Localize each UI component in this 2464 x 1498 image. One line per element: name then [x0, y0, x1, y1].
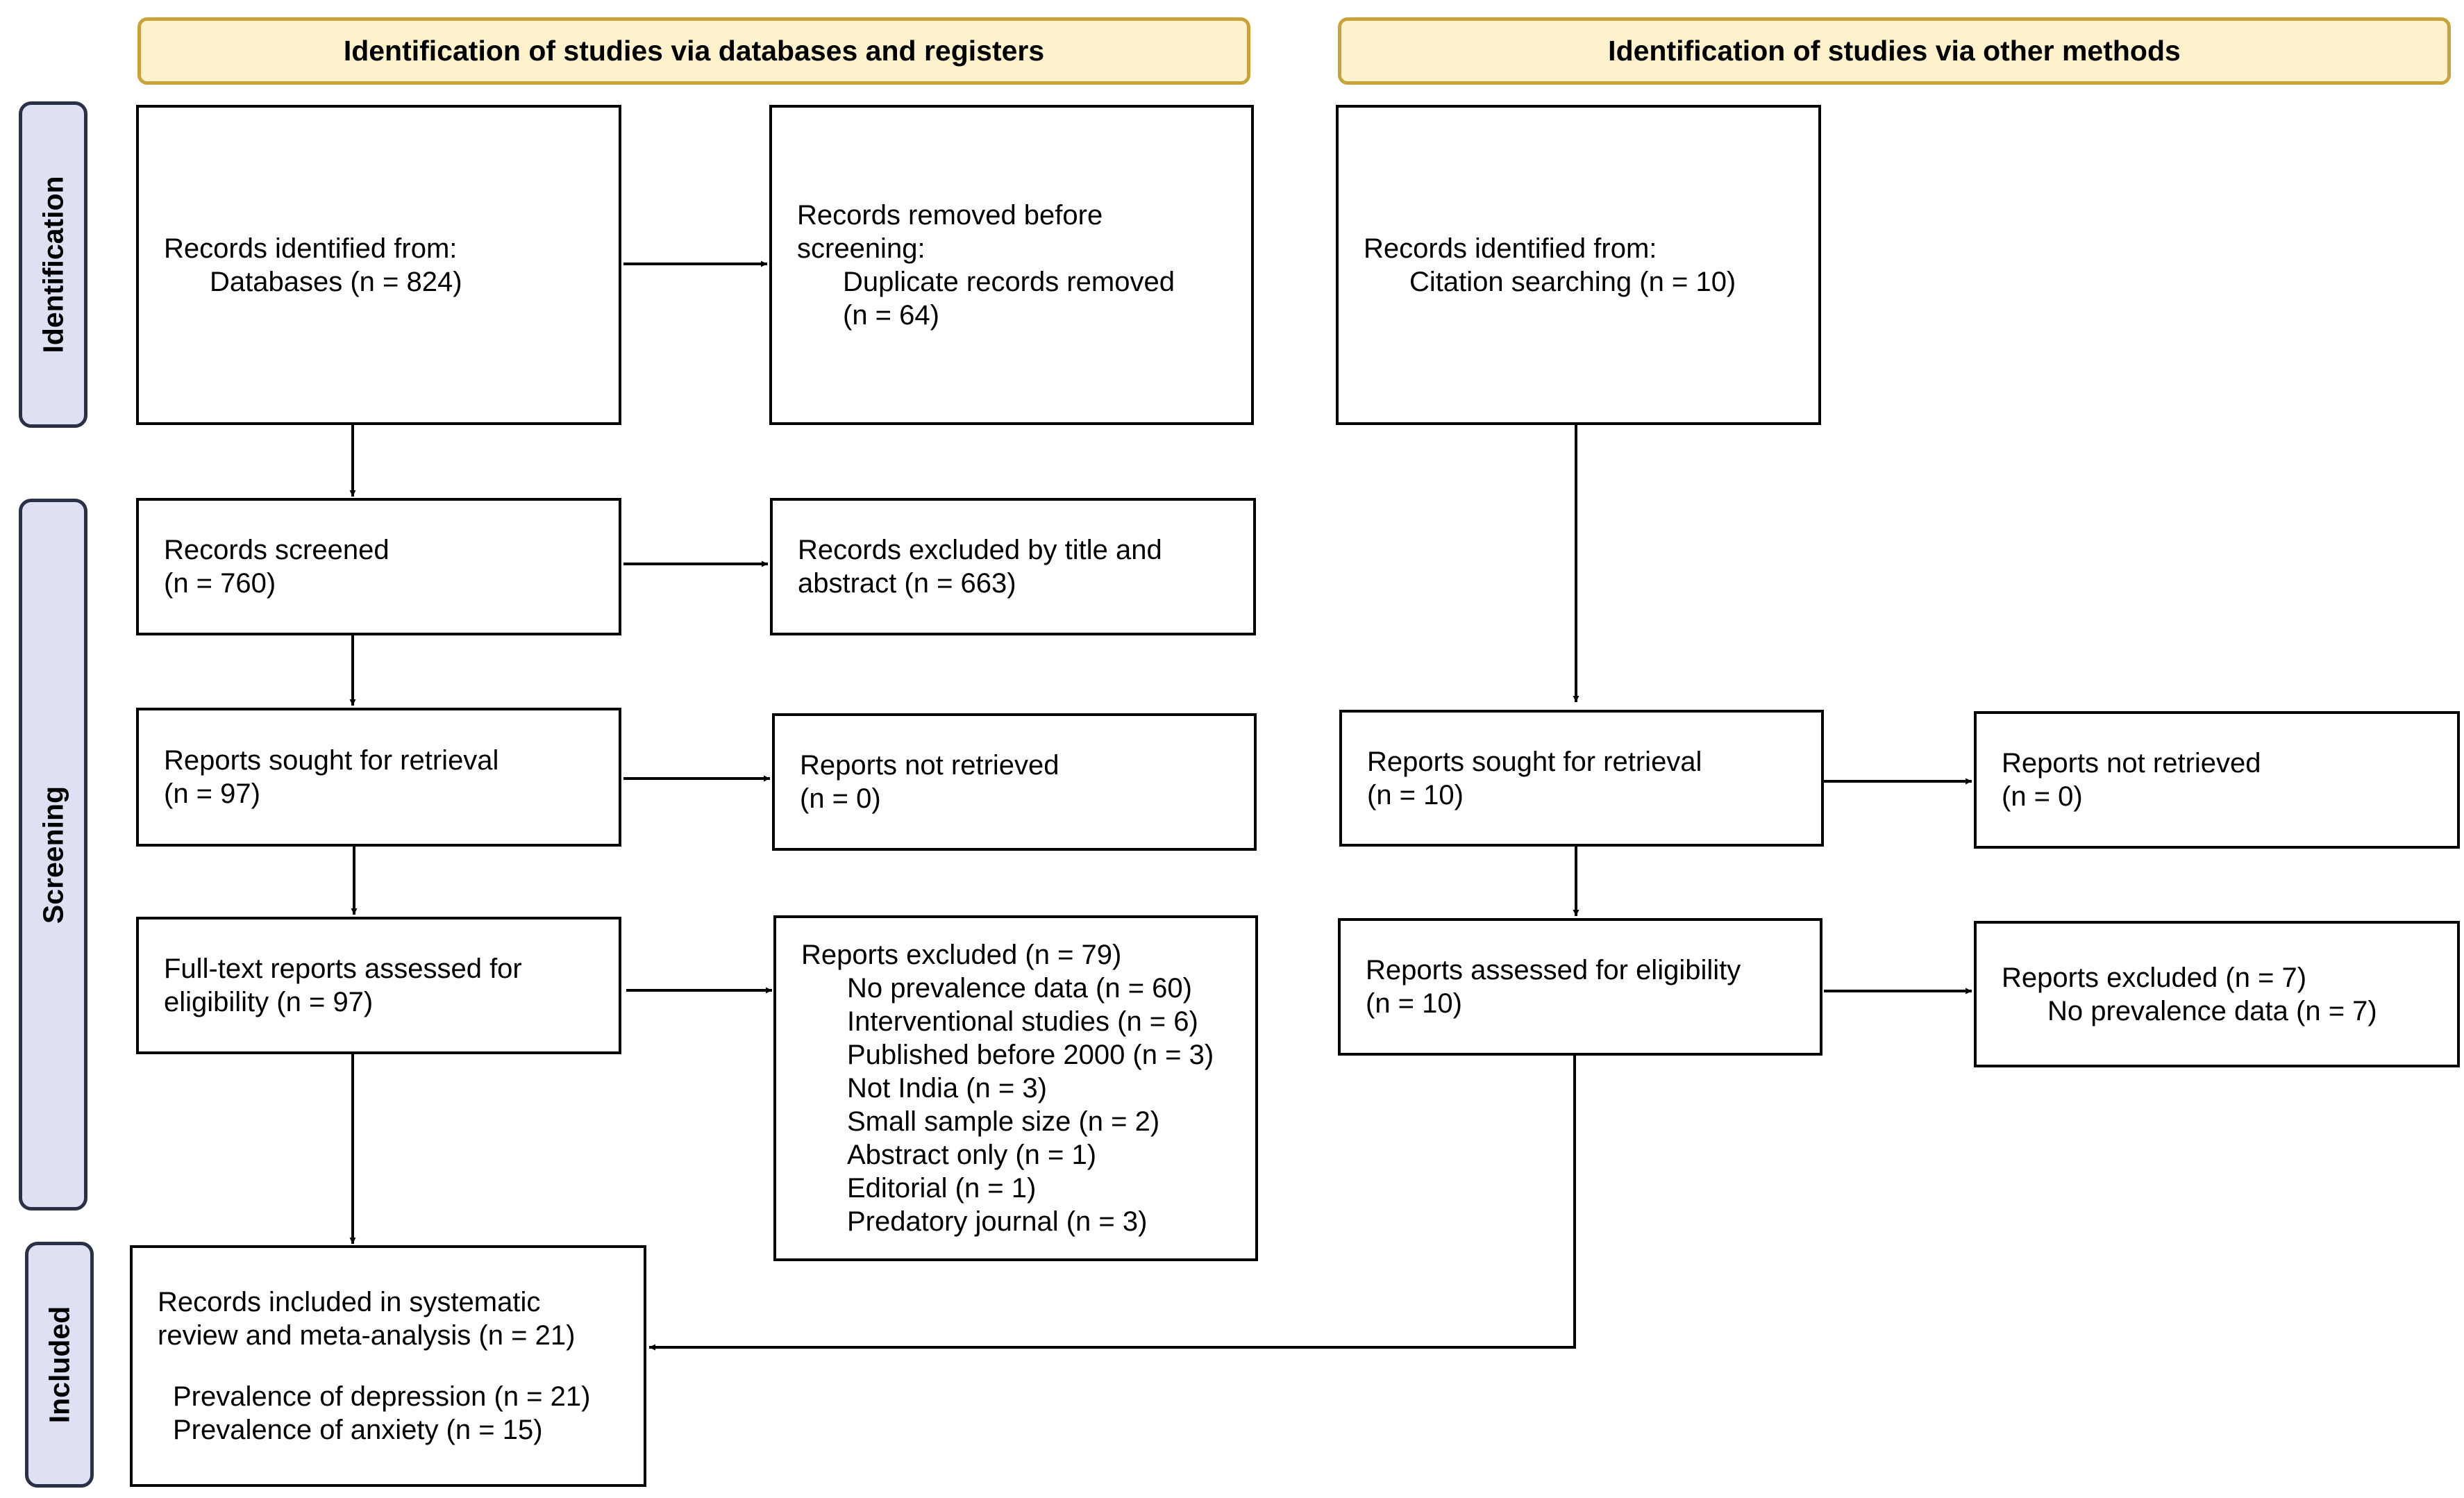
reports-excluded-title: Reports excluded (n = 79) [801, 940, 1122, 970]
header-other-methods-label: Identification of studies via other meth… [1608, 35, 2181, 67]
header-databases: Identification of studies via databases … [137, 17, 1250, 85]
other-sought-line-1: Reports sought for retrieval [1367, 746, 1702, 777]
citation-identified-title: Records identified from: [1364, 233, 1657, 264]
exclusion-reason: Abstract only (n = 1) [847, 1140, 1097, 1170]
fulltext-assessed-line-1: Full-text reports assessed for [164, 954, 522, 984]
other-not-retrieved-line-1: Reports not retrieved [2002, 748, 2261, 779]
records-excluded-line-2: abstract (n = 663) [798, 568, 1016, 599]
other-not-retrieved-line-2: (n = 0) [2002, 781, 2083, 812]
citation-identified-line: Citation searching (n = 10) [1409, 266, 1736, 297]
box-fulltext-assessed: Full-text reports assessed for eligibili… [136, 917, 621, 1054]
box-records-excluded-title-abstract: Records excluded by title and abstract (… [770, 498, 1256, 635]
exclusion-reason: Published before 2000 (n = 3) [847, 1040, 1214, 1070]
box-records-identified-citation: Records identified from: Citation search… [1336, 105, 1821, 425]
other-sought-line-2: (n = 10) [1367, 779, 1464, 810]
included-spacer [158, 1352, 623, 1380]
other-assessed-line-1: Reports assessed for eligibility [1366, 955, 1741, 985]
included-line-1: Records included in systematic [158, 1287, 541, 1317]
header-other-methods: Identification of studies via other meth… [1338, 17, 2451, 85]
arrow-other-assessed-to-included [649, 1056, 1576, 1351]
box-records-screened: Records screened (n = 760) [136, 498, 621, 635]
box-reports-excluded-other: Reports excluded (n = 7) No prevalence d… [1974, 921, 2460, 1067]
exclusion-reason: No prevalence data (n = 60) [847, 973, 1192, 1004]
records-removed-line-2: screening: [797, 233, 925, 264]
exclusion-reason: Interventional studies (n = 6) [847, 1006, 1198, 1037]
other-excluded-title: Reports excluded (n = 7) [2002, 962, 2307, 993]
records-identified-title: Records identified from: [164, 233, 458, 264]
records-removed-line-4: (n = 64) [843, 299, 939, 331]
phase-identification: Identification [19, 101, 87, 428]
box-records-removed: Records removed before screening: Duplic… [769, 105, 1254, 425]
records-removed-line-3: Duplicate records removed [843, 266, 1175, 297]
records-screened-line-2: (n = 760) [164, 568, 276, 599]
box-reports-excluded-databases: Reports excluded (n = 79) No prevalence … [773, 915, 1258, 1261]
exclusion-reason: Predatory journal (n = 3) [847, 1206, 1148, 1237]
records-removed-line-1: Records removed before [797, 199, 1103, 231]
exclusion-reason: Small sample size (n = 2) [847, 1106, 1160, 1137]
phase-screening: Screening [19, 499, 87, 1210]
box-reports-assessed-other: Reports assessed for eligibility (n = 10… [1338, 918, 1822, 1056]
other-excluded-reason: No prevalence data (n = 7) [2047, 995, 2377, 1026]
reports-not-retrieved-line-1: Reports not retrieved [800, 750, 1059, 781]
exclusion-reason: Editorial (n = 1) [847, 1173, 1037, 1204]
box-reports-sought-databases: Reports sought for retrieval (n = 97) [136, 708, 621, 847]
box-records-identified-databases: Records identified from: Databases (n = … [136, 105, 621, 425]
box-records-included: Records included in systematic review an… [130, 1245, 646, 1487]
other-assessed-line-2: (n = 10) [1366, 988, 1462, 1019]
phase-included: Included [25, 1242, 94, 1488]
exclusion-reason: Not India (n = 3) [847, 1073, 1047, 1104]
reports-sought-line-2: (n = 97) [164, 779, 260, 809]
records-identified-databases: Databases (n = 824) [210, 266, 462, 297]
header-databases-label: Identification of studies via databases … [343, 35, 1045, 67]
records-screened-line-1: Records screened [164, 535, 389, 565]
included-line-2: review and meta-analysis (n = 21) [158, 1320, 576, 1351]
box-reports-sought-other: Reports sought for retrieval (n = 10) [1339, 710, 1824, 847]
records-excluded-line-1: Records excluded by title and [798, 535, 1162, 565]
reports-not-retrieved-line-2: (n = 0) [800, 783, 881, 814]
fulltext-assessed-line-2: eligibility (n = 97) [164, 987, 374, 1017]
box-reports-not-retrieved-databases: Reports not retrieved (n = 0) [772, 713, 1257, 851]
included-depression: Prevalence of depression (n = 21) [173, 1381, 591, 1412]
reports-sought-line-1: Reports sought for retrieval [164, 745, 499, 776]
included-anxiety: Prevalence of anxiety (n = 15) [173, 1415, 543, 1445]
box-reports-not-retrieved-other: Reports not retrieved (n = 0) [1974, 711, 2460, 849]
